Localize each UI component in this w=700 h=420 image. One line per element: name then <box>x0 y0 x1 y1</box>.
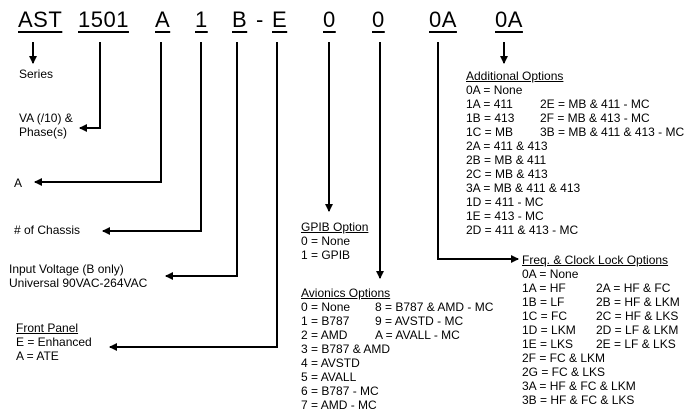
freq-clock-option: 2E = LF & LKS <box>596 337 676 351</box>
series-label: Series <box>19 67 54 81</box>
avionics-option: 7 = AMD - MC <box>301 398 377 412</box>
additional-option: 1B = 413 <box>466 111 515 125</box>
freq-clock-option: 1D = LKM <box>522 323 576 337</box>
gpib-block: GPIB Option 0 = None 1 = GPIB <box>301 220 368 262</box>
freq-clock-option: 1A = HF <box>522 281 566 295</box>
additional-options-title: Additional Options <box>466 69 564 83</box>
segment-a: A <box>155 7 171 32</box>
freq-clock-option: 0A = None <box>522 267 579 281</box>
a-label: A <box>14 176 23 190</box>
freq-clock-option: 1C = FC <box>522 309 568 323</box>
segment-separator: - <box>256 7 264 32</box>
additional-option: 3B = MB & 411 & 413 - MC <box>540 125 685 139</box>
additional-option: 2D = 411 & 413 - MC <box>466 223 579 237</box>
additional-option: 2C = MB & 413 <box>466 167 548 181</box>
front-panel-option: A = ATE <box>16 349 59 363</box>
segment-chassis: 1 <box>195 7 208 32</box>
additional-option: 2F = MB & 413 - MC <box>540 111 650 125</box>
additional-options-block: Additional Options 0A = None 1A = 411 1B… <box>466 69 684 237</box>
avionics-option: 4 = AVSTD <box>301 356 360 370</box>
gpib-option: 1 = GPIB <box>301 248 351 262</box>
additional-option: 1A = 411 <box>466 97 513 111</box>
chassis-label: # of Chassis <box>14 223 81 237</box>
segment-front-panel: E <box>272 7 288 32</box>
additional-option: 1E = 413 - MC <box>466 209 544 223</box>
freq-clock-option: 2G = FC & LKS <box>522 365 606 379</box>
additional-option: 2E = MB & 411 - MC <box>540 97 650 111</box>
avionics-option: 6 = B787 - MC <box>301 384 379 398</box>
segment-additional: 0A <box>495 7 523 32</box>
segment-voltage: B <box>232 7 248 32</box>
additional-option: 3A = MB & 411 & 413 <box>466 181 581 195</box>
freq-clock-block: Freq. & Clock Lock Options 0A = None 1A … <box>522 253 680 407</box>
freq-clock-option: 2C = HF & LKS <box>596 309 679 323</box>
avionics-option: 3 = B787 & AMD <box>301 342 391 356</box>
additional-option: 1D = 411 - MC <box>466 195 544 209</box>
freq-clock-option: 1B = LF <box>522 295 565 309</box>
additional-option: 2B = MB & 411 <box>466 153 547 167</box>
avionics-option: 2 = AMD <box>301 328 348 342</box>
freq-clock-option: 2B = HF & LKM <box>596 295 680 309</box>
gpib-title: GPIB Option <box>301 220 369 234</box>
segment-series: AST <box>18 7 63 32</box>
segment-gpib: 0 <box>323 7 336 32</box>
additional-option: 1C = MB <box>466 125 514 139</box>
input-voltage-label: Input Voltage (B only) Universal 90VAC-2… <box>9 262 148 290</box>
avionics-option: 0 = None <box>301 300 351 314</box>
segment-va: 1501 <box>78 7 129 32</box>
segment-avionics: 0 <box>372 7 385 32</box>
front-panel-block: Front Panel E = Enhanced A = ATE <box>16 321 92 363</box>
freq-clock-option: 2F = FC & LKM <box>522 351 606 365</box>
freq-clock-title: Freq. & Clock Lock Options <box>522 253 669 267</box>
freq-clock-option: 2D = LF & LKM <box>596 323 679 337</box>
va-phase-label: VA (/10) & Phase(s) <box>19 111 73 139</box>
freq-clock-option: 3B = HF & FC & LKS <box>522 393 635 407</box>
avionics-option: 8 = B787 & AMD - MC <box>375 300 494 314</box>
additional-option: 0A = None <box>466 83 523 97</box>
avionics-option: 5 = AVALL <box>301 370 357 384</box>
freq-clock-option: 1E = LKS <box>522 337 574 351</box>
avionics-title: Avionics Options <box>301 286 391 300</box>
avionics-option: 9 = AVSTD - MC <box>375 314 464 328</box>
freq-clock-option: 3A = HF & FC & LKM <box>522 379 636 393</box>
front-panel-title: Front Panel <box>16 321 79 335</box>
segment-freq-clock: 0A <box>429 7 457 32</box>
gpib-option: 0 = None <box>301 234 351 248</box>
front-panel-option: E = Enhanced <box>16 335 92 349</box>
avionics-block: Avionics Options 0 = None 1 = B787 2 = A… <box>301 286 493 412</box>
freq-clock-option: 2A = HF & FC <box>596 281 671 295</box>
additional-option: 2A = 411 & 413 <box>466 139 548 153</box>
avionics-option: A = AVALL - MC <box>375 328 460 342</box>
avionics-option: 1 = B787 <box>301 314 350 328</box>
